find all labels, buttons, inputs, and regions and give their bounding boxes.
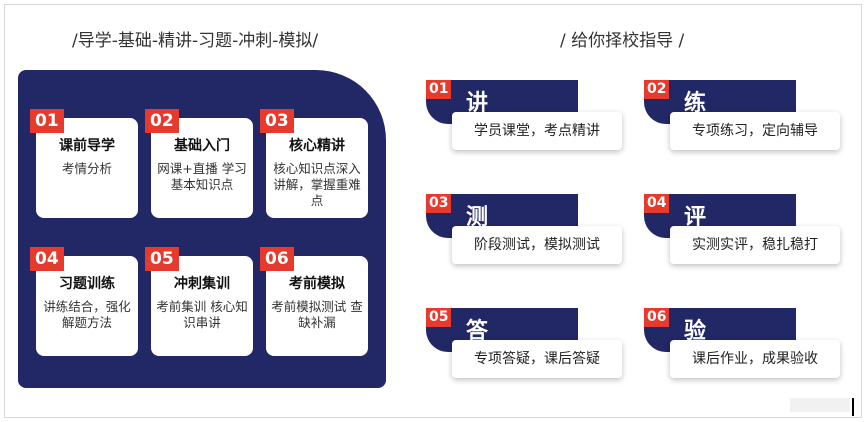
course-card: 05 冲刺集训 考前集训 核心知识串讲 <box>145 247 253 356</box>
item-text: 学员课堂，考点精讲 <box>452 112 622 150</box>
blurred-watermark <box>790 398 850 412</box>
item-number: 02 <box>644 80 670 99</box>
course-card: 01 课前导学 考情分析 <box>30 109 138 218</box>
course-card: 04 习题训练 讲练结合，强化解题方法 <box>30 247 138 356</box>
guide-item: 05 答 专项答疑，课后答疑 <box>426 308 622 408</box>
card-desc: 考前集训 核心知识串讲 <box>156 299 248 330</box>
card-desc: 考前模拟测试 查缺补漏 <box>271 299 363 330</box>
item-number: 06 <box>644 308 670 327</box>
item-number: 01 <box>426 80 452 99</box>
guide-item: 04 评 实测实评，稳扎稳打 <box>644 194 840 294</box>
item-character: 答 <box>466 319 489 344</box>
item-character: 讲 <box>466 91 489 116</box>
left-heading: /导学-基础-精讲-习题-冲刺-模拟/ <box>72 31 319 51</box>
card-title: 冲刺集训 <box>174 276 230 292</box>
guide-item: 02 练 专项练习，定向辅导 <box>644 80 840 180</box>
item-text: 专项练习，定向辅导 <box>670 112 840 150</box>
card-number: 01 <box>30 109 64 133</box>
guide-item: 01 讲 学员课堂，考点精讲 <box>426 80 622 180</box>
text-cursor <box>852 398 854 416</box>
course-card: 03 核心精讲 核心知识点深入讲解，掌握重难点 <box>260 109 368 218</box>
item-character: 评 <box>684 205 707 230</box>
card-number: 02 <box>145 109 179 133</box>
card-title: 习题训练 <box>59 276 115 292</box>
card-title: 课前导学 <box>59 138 115 154</box>
card-number: 06 <box>260 247 294 271</box>
outer-frame <box>4 4 862 418</box>
card-desc: 网课+直播 学习基本知识点 <box>157 161 247 192</box>
item-character: 测 <box>466 205 489 230</box>
card-number: 05 <box>145 247 179 271</box>
course-card: 06 考前模拟 考前模拟测试 查缺补漏 <box>260 247 368 356</box>
card-desc: 讲练结合，强化解题方法 <box>43 299 131 330</box>
item-text: 实测实评，稳扎稳打 <box>670 226 840 264</box>
card-desc: 核心知识点深入讲解，掌握重难点 <box>273 161 361 208</box>
item-character: 练 <box>684 91 707 116</box>
guide-item: 06 验 课后作业，成果验收 <box>644 308 840 408</box>
guide-item: 03 测 阶段测试，模拟测试 <box>426 194 622 294</box>
item-character: 验 <box>684 319 707 344</box>
card-desc: 考情分析 <box>61 161 112 176</box>
course-panel: 01 课前导学 考情分析 02 基础入门 网课+直播 学习基本知识点 03 核心… <box>18 70 386 388</box>
item-number: 03 <box>426 194 452 213</box>
item-text: 课后作业，成果验收 <box>670 340 840 378</box>
right-heading: / 给你择校指导 / <box>560 31 685 51</box>
course-card: 02 基础入门 网课+直播 学习基本知识点 <box>145 109 253 218</box>
card-title: 核心精讲 <box>289 138 345 154</box>
card-number: 03 <box>260 109 294 133</box>
item-text: 专项答疑，课后答疑 <box>452 340 622 378</box>
card-title: 基础入门 <box>174 138 230 154</box>
card-title: 考前模拟 <box>289 276 345 292</box>
card-number: 04 <box>30 247 64 271</box>
item-number: 05 <box>426 308 452 327</box>
item-number: 04 <box>644 194 670 213</box>
item-text: 阶段测试，模拟测试 <box>452 226 622 264</box>
